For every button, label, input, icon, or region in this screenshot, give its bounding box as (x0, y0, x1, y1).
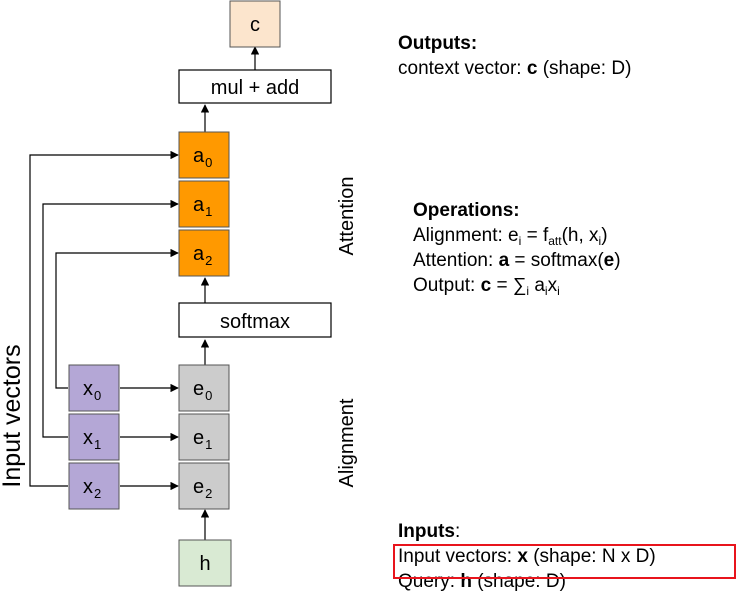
node-x1: x1 (68, 413, 120, 461)
svg-text:a0: a0 (193, 145, 212, 170)
inputs-panel: Inputs: Input vectors: x (shape: N x D) … (398, 519, 656, 594)
operations-heading: Operations: (413, 200, 520, 221)
arrow-x0-to-a2 (55, 248, 179, 389)
outputs-context-vector: context vector: c (shape: D) (398, 58, 632, 79)
svg-text:x0: x0 (83, 378, 101, 403)
svg-text:c: c (250, 14, 260, 36)
arrow-x1-to-a1 (42, 199, 179, 438)
operations-panel: Operations: Alignment: ei = fatt(h, xi) … (413, 198, 621, 298)
arrow-x2-to-a0 (29, 150, 179, 487)
node-a0: a0 (178, 131, 230, 179)
alignment-label: Alignment (336, 398, 358, 487)
svg-text:e0: e0 (193, 378, 212, 403)
svg-text:x2: x2 (83, 476, 101, 501)
node-softmax: softmax (178, 302, 332, 338)
inputs-heading: Inputs: (398, 521, 461, 542)
input-vectors-label: Input vectors (0, 344, 26, 487)
node-e0: e0 (178, 364, 230, 412)
outputs-panel: Outputs: context vector: c (shape: D) (398, 31, 631, 81)
svg-text:softmax: softmax (220, 311, 290, 333)
svg-text:mul + add: mul + add (211, 77, 299, 99)
node-c: c (229, 0, 281, 48)
svg-text:e2: e2 (193, 476, 212, 501)
operations-alignment: Alignment: ei = fatt(h, xi) (413, 225, 608, 248)
node-x0: x0 (68, 364, 120, 412)
node-e2: e2 (178, 462, 230, 510)
node-a1: a1 (178, 180, 230, 228)
node-e1: e1 (178, 413, 230, 461)
node-mul-add: mul + add (178, 69, 332, 104)
node-h: h (178, 539, 232, 587)
node-a2: a2 (178, 229, 230, 277)
node-x2: x2 (68, 462, 120, 510)
outputs-heading: Outputs: (398, 33, 478, 54)
inputs-vectors: Input vectors: x (shape: N x D) (398, 546, 656, 567)
input-vectors-highlight (393, 544, 736, 579)
svg-text:h: h (199, 553, 210, 575)
svg-text:e1: e1 (193, 427, 212, 452)
svg-text:x1: x1 (83, 427, 101, 452)
svg-text:a1: a1 (193, 194, 212, 219)
operations-attention: Attention: a = softmax(e) (413, 250, 621, 271)
operations-output: Output: c = ∑i aixi (413, 275, 560, 298)
attention-label: Attention (336, 177, 358, 256)
inputs-query: Query: h (shape: D) (398, 571, 566, 592)
svg-text:a2: a2 (193, 243, 212, 268)
